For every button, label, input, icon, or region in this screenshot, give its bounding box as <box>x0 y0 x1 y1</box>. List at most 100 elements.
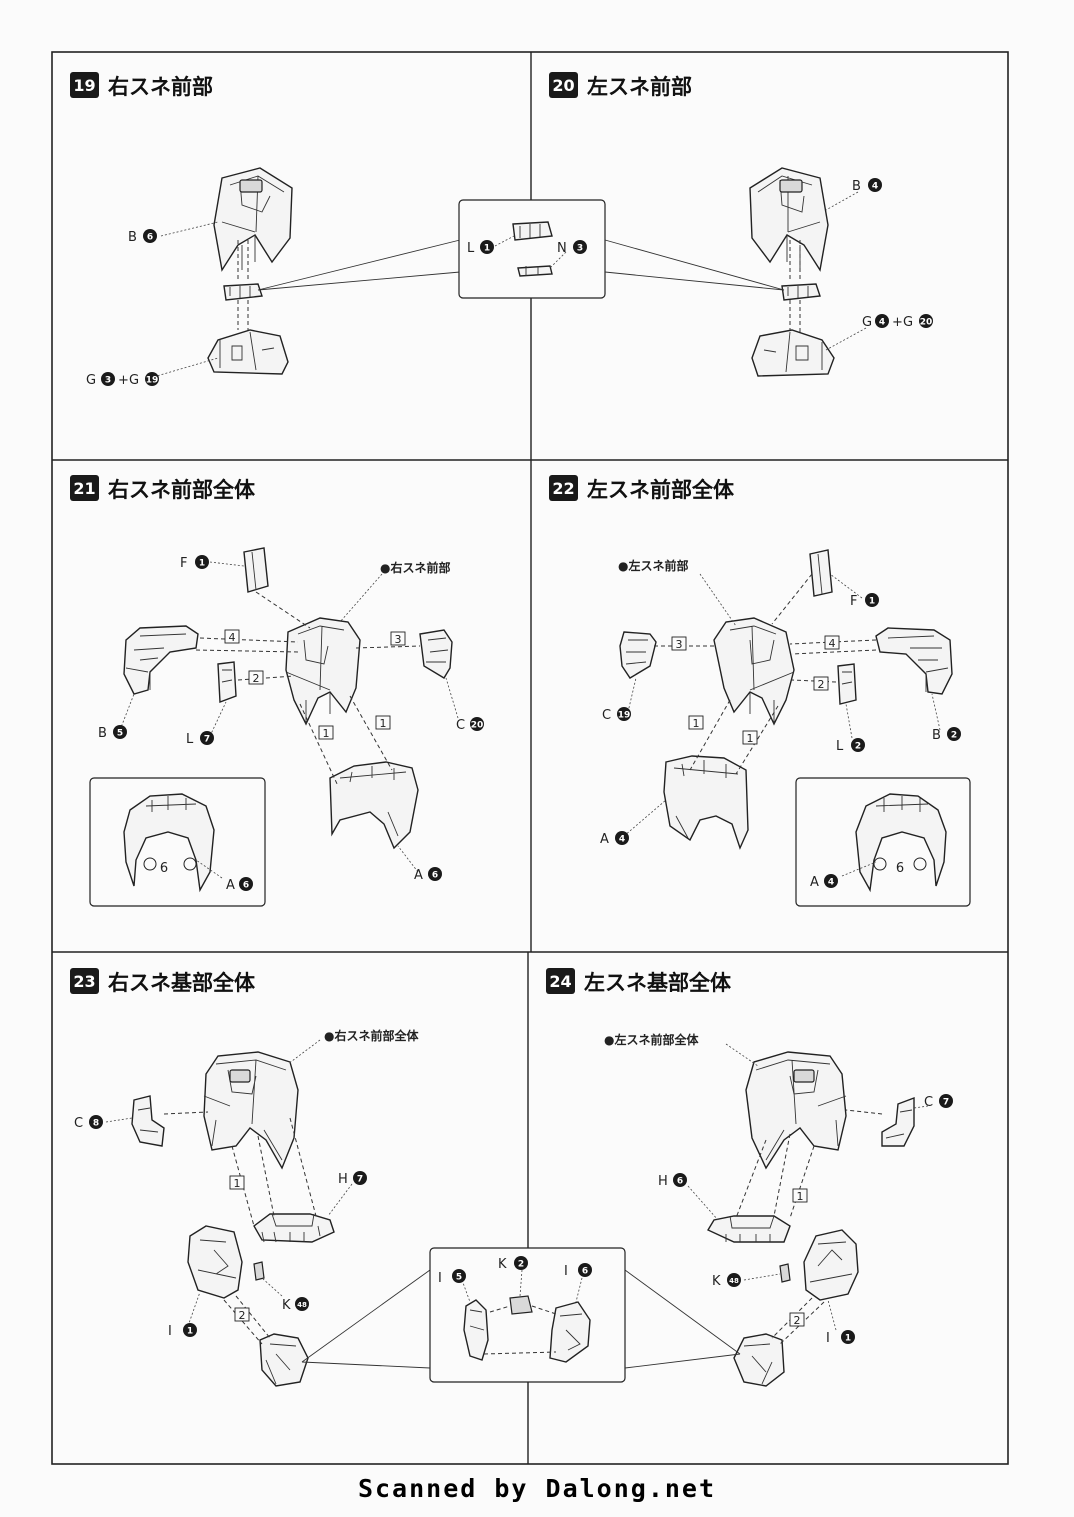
svg-text:6: 6 <box>243 881 249 891</box>
svg-text:4: 4 <box>872 182 878 192</box>
svg-text:19: 19 <box>146 376 159 386</box>
label-l7-21: L <box>186 732 194 747</box>
step-20-header: 20 左スネ前部 <box>549 72 692 99</box>
step-19-header: 19 右スネ前部 <box>70 72 213 99</box>
label-i1-24: I <box>826 1331 830 1346</box>
svg-text:1: 1 <box>869 597 875 607</box>
label-g20-20: G <box>903 315 913 330</box>
svg-text:+: + <box>118 373 129 388</box>
svg-text:5: 5 <box>117 729 123 739</box>
panel-22-diagram: 3 4 2 1 1 ●左スネ前部 F 1 C 19 L 2 B 2 A 4 <box>600 549 961 850</box>
panel-19-20-detail-box: L 1 N 3 <box>458 199 606 299</box>
svg-text:1: 1 <box>234 1177 241 1190</box>
svg-text:19: 19 <box>618 711 631 721</box>
ref-left-shin-front-assembly: ●左スネ前部全体 <box>604 1032 699 1047</box>
label-b4-20: B <box>852 179 861 194</box>
svg-text:2: 2 <box>855 742 861 752</box>
label-g4-20: G <box>862 315 872 330</box>
svg-text:2: 2 <box>951 731 957 741</box>
panel-23-diagram: 1 2 ●右スネ前部全体 C 8 H 7 I 1 K 48 <box>74 1028 431 1387</box>
svg-text:2: 2 <box>253 672 260 685</box>
label-k2-shared: K <box>498 1257 507 1272</box>
svg-text:4: 4 <box>879 318 885 328</box>
label-k48-24: K <box>712 1274 721 1289</box>
panel-21-inset: 6 A 6 <box>89 777 266 907</box>
scan-credit: Scanned by Dalong.net <box>357 1474 717 1503</box>
ref-right-shin-front-assembly: ●右スネ前部全体 <box>324 1028 419 1043</box>
svg-text:6: 6 <box>896 861 904 876</box>
svg-text:7: 7 <box>357 1175 363 1185</box>
svg-text:20: 20 <box>471 721 484 731</box>
label-a6-21: A <box>414 868 423 883</box>
svg-text:48: 48 <box>297 1301 307 1309</box>
ref-right-shin-front: ●右スネ前部 <box>380 560 450 575</box>
svg-text:1: 1 <box>747 732 754 745</box>
svg-text:21: 21 <box>73 479 95 498</box>
svg-text:6: 6 <box>147 233 153 243</box>
panel-grid <box>51 51 1009 1465</box>
panel-21-diagram: 4 2 3 1 1 F 1 ●右スネ前部 B 5 L 7 C 20 A 6 <box>98 547 484 883</box>
svg-text:1: 1 <box>797 1190 804 1203</box>
label-c8-23: C <box>74 1116 83 1131</box>
svg-text:1: 1 <box>199 559 205 569</box>
svg-text:20: 20 <box>920 318 933 328</box>
svg-text:4: 4 <box>828 878 834 888</box>
label-h6-24: H <box>658 1174 668 1189</box>
step-23-header: 23 右スネ基部全体 <box>70 968 256 995</box>
svg-text:5: 5 <box>456 1273 462 1283</box>
svg-text:3: 3 <box>676 638 683 651</box>
label-h7-23: H <box>338 1172 348 1187</box>
label-b5-21: B <box>98 726 107 741</box>
panel-20-diagram: B 4 G 4 + G 20 <box>604 167 933 377</box>
label-a4-22-inset: A <box>810 875 819 890</box>
svg-text:6: 6 <box>160 861 168 876</box>
panel-23-24-detail-box: I 5 K 2 I 6 <box>429 1247 626 1383</box>
svg-text:4: 4 <box>619 835 625 845</box>
svg-text:3: 3 <box>105 376 111 386</box>
label-c7-24: C <box>924 1095 933 1110</box>
label-k48-23: K <box>282 1298 291 1313</box>
label-g3-19: G <box>86 373 96 388</box>
svg-text:8: 8 <box>93 1119 99 1129</box>
label-i1-23: I <box>168 1324 172 1339</box>
svg-text:1: 1 <box>693 717 700 730</box>
step-21-header: 21 右スネ前部全体 <box>70 475 256 502</box>
label-a6-21-inset: A <box>226 878 235 893</box>
svg-text:3: 3 <box>395 633 402 646</box>
svg-text:23: 23 <box>73 972 95 991</box>
svg-text:2: 2 <box>794 1314 801 1327</box>
svg-text:1: 1 <box>484 244 490 254</box>
label-c19-22: C <box>602 708 611 723</box>
svg-text:22: 22 <box>552 479 574 498</box>
label-i5-shared: I <box>438 1271 442 1286</box>
svg-text:7: 7 <box>204 735 210 745</box>
step-24-header: 24 左スネ基部全体 <box>546 968 732 995</box>
step-22-header: 22 左スネ前部全体 <box>549 475 735 502</box>
svg-text:2: 2 <box>818 678 825 691</box>
svg-text:1: 1 <box>323 727 330 740</box>
svg-text:2: 2 <box>239 1309 246 1322</box>
label-n3-shared: N <box>557 241 567 256</box>
step-21-title: 右スネ前部全体 <box>108 478 256 502</box>
label-b2-22: B <box>932 728 941 743</box>
ref-left-shin-front: ●左スネ前部 <box>618 558 688 573</box>
svg-text:24: 24 <box>549 972 571 991</box>
panel-22-inset: 6 A 4 <box>795 777 971 907</box>
panel-24-diagram: 1 2 ●左スネ前部全体 C 7 H 6 K 48 I 1 <box>604 1032 953 1387</box>
svg-text:1: 1 <box>187 1327 193 1337</box>
svg-text:7: 7 <box>943 1098 949 1108</box>
svg-text:6: 6 <box>432 871 438 881</box>
label-i6-shared: I <box>564 1264 568 1279</box>
step-20-title: 左スネ前部 <box>587 75 692 99</box>
svg-text:4: 4 <box>829 637 836 650</box>
label-l2-22: L <box>836 739 844 754</box>
step-22-title: 左スネ前部全体 <box>587 478 735 502</box>
svg-text:6: 6 <box>677 1177 683 1187</box>
svg-text:+: + <box>892 315 903 330</box>
svg-text:1: 1 <box>380 717 387 730</box>
step-19-title: 右スネ前部 <box>108 75 213 99</box>
label-l1-shared: L <box>467 241 475 256</box>
svg-text:20: 20 <box>552 76 574 95</box>
svg-text:4: 4 <box>229 631 236 644</box>
